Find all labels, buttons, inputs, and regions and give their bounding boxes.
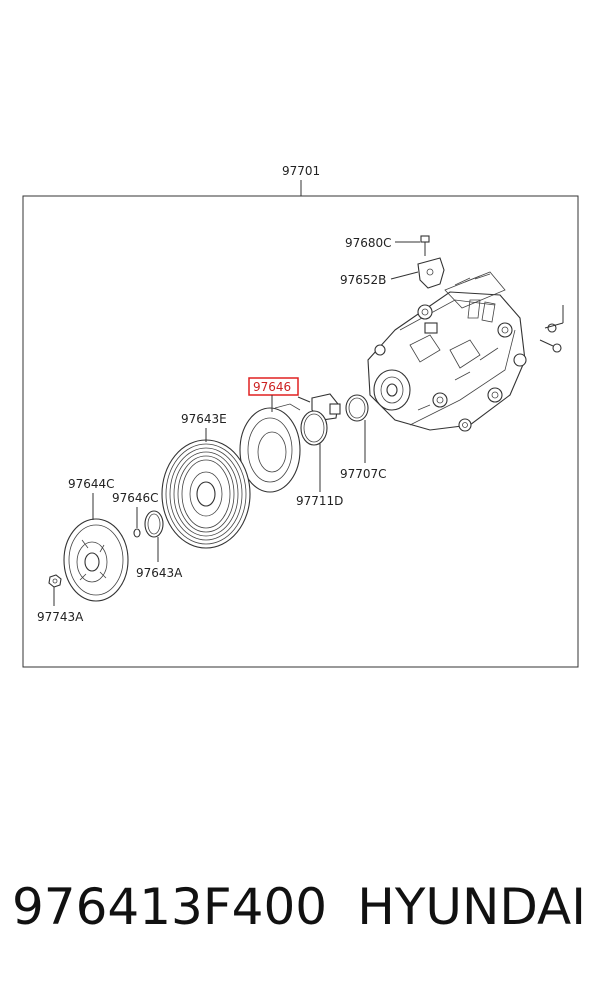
- label-97701[interactable]: 97701: [282, 164, 320, 178]
- part-number: 976413F400: [12, 878, 328, 936]
- label-97743A[interactable]: 97743A: [37, 610, 84, 624]
- field-coil-97646: [239, 403, 301, 493]
- label-97646C[interactable]: 97646C: [112, 491, 159, 505]
- side-nuts: [539, 305, 564, 353]
- nut-97743A: [48, 574, 62, 588]
- clutch-hub-97644C: [63, 518, 129, 602]
- highlight-box-97646: [248, 377, 299, 396]
- snap-ring-97643A: [144, 510, 164, 538]
- label-97644C[interactable]: 97644C: [68, 477, 115, 491]
- bolt-97680C: [420, 235, 430, 256]
- footer: 976413F400 HYUNDAI: [0, 872, 600, 942]
- connector-97711D: [297, 393, 341, 446]
- label-97652B[interactable]: 97652B: [340, 273, 386, 287]
- bracket-97652B: [417, 257, 445, 289]
- leader-97652B: [390, 271, 419, 280]
- shim-97646C: [133, 528, 141, 538]
- pulley-97643E: [161, 439, 251, 549]
- label-97643A[interactable]: 97643A: [136, 566, 183, 580]
- label-97646[interactable]: 97646: [253, 380, 291, 394]
- assembly-frame: [22, 195, 579, 668]
- label-97643E[interactable]: 97643E: [181, 412, 227, 426]
- o-ring-97707C: [345, 394, 369, 422]
- label-97680C[interactable]: 97680C: [345, 236, 392, 250]
- label-97707C[interactable]: 97707C: [340, 467, 387, 481]
- compressor-body: [367, 271, 527, 432]
- brand-name: HYUNDAI: [357, 878, 586, 936]
- label-97711D[interactable]: 97711D: [296, 494, 343, 508]
